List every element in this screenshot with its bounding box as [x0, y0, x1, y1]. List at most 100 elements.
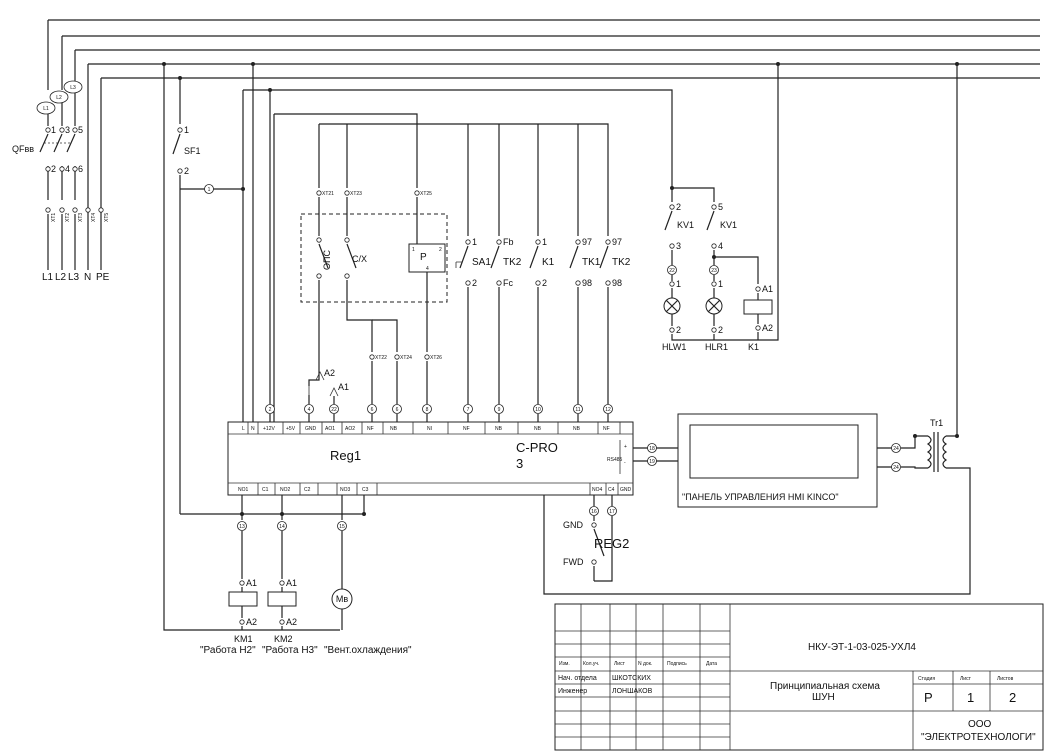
top-node-6b: 6: [396, 407, 399, 413]
term-no1: NO1: [238, 487, 249, 493]
node-1: 1: [208, 187, 211, 193]
term-ao1: AO1: [325, 426, 335, 432]
main-breaker: 1 3 5 2 4 6 QFвв: [12, 93, 83, 200]
reg1-model-num: 3: [516, 456, 523, 471]
tk2b-top: 97: [612, 237, 622, 247]
node-24a: 24: [893, 446, 899, 452]
tk2a-bottom: Fc: [503, 278, 513, 288]
node-18: 18: [649, 446, 655, 452]
contact-sa1: 1 2 SA1: [455, 237, 491, 404]
input-terminals: XT1 XT2 XT3 XT4 XT5 L1 L2 L3 N PE: [42, 207, 110, 283]
p-pin-2: 2: [439, 247, 442, 253]
ops-label: ОПС: [322, 250, 332, 270]
contact-tk2-a: Fb Fc TK2: [490, 237, 522, 404]
tb-sheet-header: Лист: [960, 676, 972, 682]
km2-a1: A1: [286, 578, 297, 588]
top-node-8: 8: [426, 407, 429, 413]
term-gnd: GND: [305, 426, 317, 432]
reg2-label: REG2: [594, 536, 629, 551]
xt1-label: XT1: [51, 213, 57, 222]
term-nf2: NF: [463, 426, 470, 432]
kv1b-bottom: 4: [718, 241, 723, 251]
tb-title-line1: Принципиальная схема: [770, 681, 880, 692]
phase-tags: L1 L2 L3: [36, 80, 83, 115]
tb-role-2: Инженер: [558, 688, 587, 695]
k1-a2: A2: [762, 323, 773, 333]
km2-coil: [267, 591, 297, 607]
top-node-11: 11: [575, 407, 580, 413]
term-nb2: NB: [495, 426, 503, 432]
supply-label-l3: L3: [68, 272, 80, 283]
tk1-bottom: 98: [582, 278, 592, 288]
contacts-group: 1 2 SA1 Fb Fc TK2 1 2 K1 97 98 TK1: [455, 124, 631, 404]
hmi-caption: "ПАНЕЛЬ УПРАВЛЕНИЯ HMI KINCO": [682, 492, 839, 502]
xt26-label: XT26: [430, 355, 442, 361]
hlw1-label: HLW1: [662, 342, 686, 352]
breaker-pin-2: 2: [51, 164, 56, 174]
term-nf1: NF: [367, 426, 374, 432]
xt3-label: XT3: [78, 213, 84, 222]
controller-top-terminals: L N +12V +5V GND AO1 AO2 NF NB NI NF NB …: [242, 426, 610, 432]
tk1-label: TK1: [582, 257, 601, 268]
hlw1-pin1: 1: [676, 279, 681, 289]
analog-a1: A1: [338, 382, 349, 392]
breaker-pin-4: 4: [65, 164, 70, 174]
controller-reg1: Reg1 C-PRO 3 L N +12V +5V GND AO1 AO2 NF…: [227, 421, 634, 496]
reg1-name: Reg1: [330, 448, 361, 463]
sf1-pin-1: 1: [184, 125, 189, 135]
term-nb3: NB: [534, 426, 542, 432]
reg2-circuit: 16 17 GND FWD REG2: [543, 495, 629, 595]
tb-role-1: Нач. отдела: [558, 675, 597, 682]
external-inputs-group: XT21 XT23 XT25 ОПС С/Х P 1 2 4 XT22 XT24…: [273, 113, 609, 422]
xt25-label: XT25: [420, 191, 432, 197]
node-14: 14: [279, 524, 285, 530]
k1c-label: K1: [542, 257, 555, 268]
breaker-pin-1: 1: [51, 125, 56, 135]
term-c4: C4: [608, 487, 615, 493]
tb-header-kolich: Кол.уч.: [583, 661, 599, 667]
tb-header-podpis: Подпись: [667, 661, 687, 667]
k1-coil: [743, 299, 773, 315]
tb-company-line1: ООО: [968, 719, 992, 730]
tb-header-ndok: N док.: [638, 661, 652, 667]
tk2b-bottom: 98: [612, 278, 622, 288]
term-nb1: NB: [390, 426, 398, 432]
caption-h2: "Работа Н2": [200, 644, 256, 656]
node-13: 13: [239, 524, 245, 530]
supply-bus: [47, 19, 1040, 270]
tb-sheets-header: Листов: [997, 676, 1014, 682]
tb-title-line2: ШУН: [812, 692, 835, 703]
xt2-label: XT2: [65, 213, 71, 222]
hmi-screen: [689, 424, 859, 479]
output-circuits: 13 14 15 A1 A1 A2 A2 Мв KM1 KM2 "Работа …: [180, 495, 412, 656]
tk2a-label: TK2: [503, 257, 522, 268]
top-node-4: 4: [308, 407, 311, 413]
phase-tag-l3: L3: [70, 85, 76, 91]
analog-a2: A2: [324, 368, 335, 378]
sa1-label: SA1: [472, 257, 491, 268]
tb-header-izm: Изм.: [559, 661, 570, 667]
top-node-2: 2: [269, 407, 272, 413]
breaker-pin-5: 5: [78, 125, 83, 135]
phase-tag-l2: L2: [56, 95, 62, 101]
node-16: 16: [591, 509, 597, 515]
p-pin-4: 4: [426, 266, 429, 272]
tb-stage-header: Стадия: [918, 676, 935, 682]
node-19: 19: [649, 459, 655, 465]
phase-tag-l1: L1: [43, 106, 49, 112]
km1-a1: A1: [246, 578, 257, 588]
reg2-gnd: GND: [563, 520, 584, 530]
term-c2: C2: [304, 487, 311, 493]
tk1-top: 97: [582, 237, 592, 247]
contact-tk1: 97 98 TK1: [569, 237, 601, 404]
motor-label: Мв: [336, 594, 348, 604]
tr1-label: Tr1: [930, 418, 943, 428]
top-node-22: 22: [331, 407, 337, 413]
tb-company-line2: "ЭЛЕКТРОТЕХНОЛОГИ": [921, 732, 1036, 743]
controller-top-nodes: 2 4 22 6 6 8 7 9 10 11 12: [265, 88, 613, 422]
term-l: L: [242, 426, 245, 432]
contact-k1: 1 2 K1: [529, 237, 555, 404]
term-no2: NO2: [280, 487, 291, 493]
motor-icon: Мв: [331, 588, 353, 610]
